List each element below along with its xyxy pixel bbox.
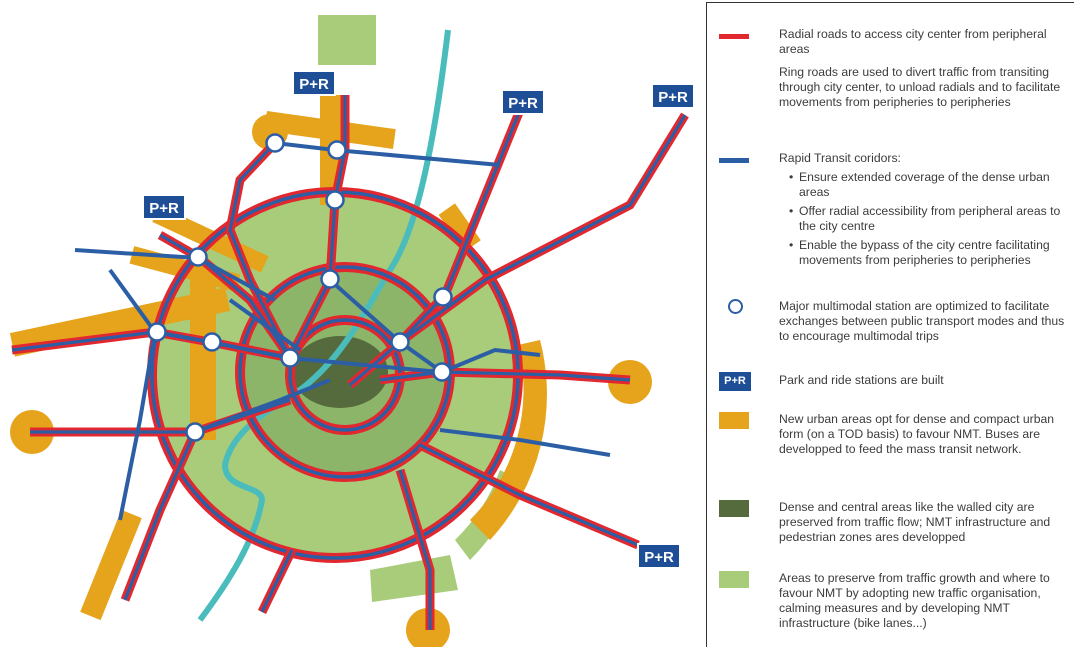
legend-text-multimodal-station: Major multimodal station are optimized t… (779, 299, 1065, 343)
legend-text-dense-central: Dense and central areas like the walled … (779, 500, 1051, 544)
north-preserve-block (318, 15, 376, 65)
station-north-2 (327, 140, 347, 160)
red-line-symbol (719, 34, 749, 39)
legend-text-preserve-areas: Areas to preserve from traffic growth an… (779, 571, 1050, 630)
east-urban-node (608, 360, 652, 404)
light-green-swatch (719, 571, 749, 588)
legend-text-park-ride: Park and ride stations are built (779, 373, 944, 387)
pr-badge-label: P+R (508, 95, 538, 112)
south-preserve-arc (370, 555, 458, 602)
legend-text-new-urban-areas: New urban areas opt for dense and compac… (779, 412, 1055, 456)
rapid-transit-title: Rapid Transit coridors: (779, 151, 901, 165)
legend-text-ring-roads: Ring roads are used to divert traffic fr… (779, 65, 1061, 109)
pr-badge-label: P+R (658, 89, 688, 106)
station-west-1 (147, 322, 167, 342)
bullet-item: Enable the bypass of the city centre fac… (789, 238, 1074, 268)
pr-badge-symbol: P+R (718, 371, 752, 392)
station-center (280, 348, 300, 368)
station-northeast (433, 287, 453, 307)
bullet-item: Ensure extended coverage of the dense ur… (789, 170, 1074, 200)
station-central-north (320, 269, 340, 289)
city-transport-map: P+R P+R P+R P+R P+R (9, 15, 695, 647)
pr-badge-label: P+R (644, 549, 674, 566)
legend-text-radial-roads: Radial roads to access city center from … (779, 27, 1047, 56)
station-southwest (185, 422, 205, 442)
rapid-transit-bullets: Ensure extended coverage of the dense ur… (779, 170, 1074, 268)
walled-city-core (292, 336, 388, 408)
legend-text-rapid-transit: Rapid Transit coridors: Ensure extended … (779, 151, 1074, 272)
west-urban-column (190, 270, 216, 440)
station-west-2 (202, 332, 222, 352)
bullet-item: Offer radial accessibility from peripher… (789, 204, 1074, 234)
dark-green-swatch (719, 500, 749, 517)
station-east-1 (390, 332, 410, 352)
station-north-3 (325, 190, 345, 210)
station-north-1 (265, 133, 285, 153)
pr-badge-south-east: P+R (637, 543, 681, 569)
station-east-2 (432, 362, 452, 382)
blue-line-symbol (719, 158, 749, 163)
park-and-ride-badges: P+R P+R P+R P+R P+R (142, 70, 695, 569)
north-urban-bar (264, 111, 396, 149)
legend: Radial roads to access city center from … (706, 2, 1074, 647)
pr-badge-north: P+R (292, 70, 336, 96)
pr-badge-label: P+R (299, 76, 329, 93)
pr-badge-north-east: P+R (501, 89, 545, 115)
multimodal-stations (147, 133, 453, 442)
pr-badge-label: P+R (149, 200, 179, 217)
southwest-urban-strip (80, 509, 142, 621)
station-northwest (188, 247, 208, 267)
station-circle-symbol (728, 299, 743, 314)
pr-badge-far-east: P+R (651, 83, 695, 109)
pr-badge-north-west: P+R (142, 194, 186, 220)
orange-swatch (719, 412, 749, 429)
east-urban-arc (470, 340, 547, 540)
